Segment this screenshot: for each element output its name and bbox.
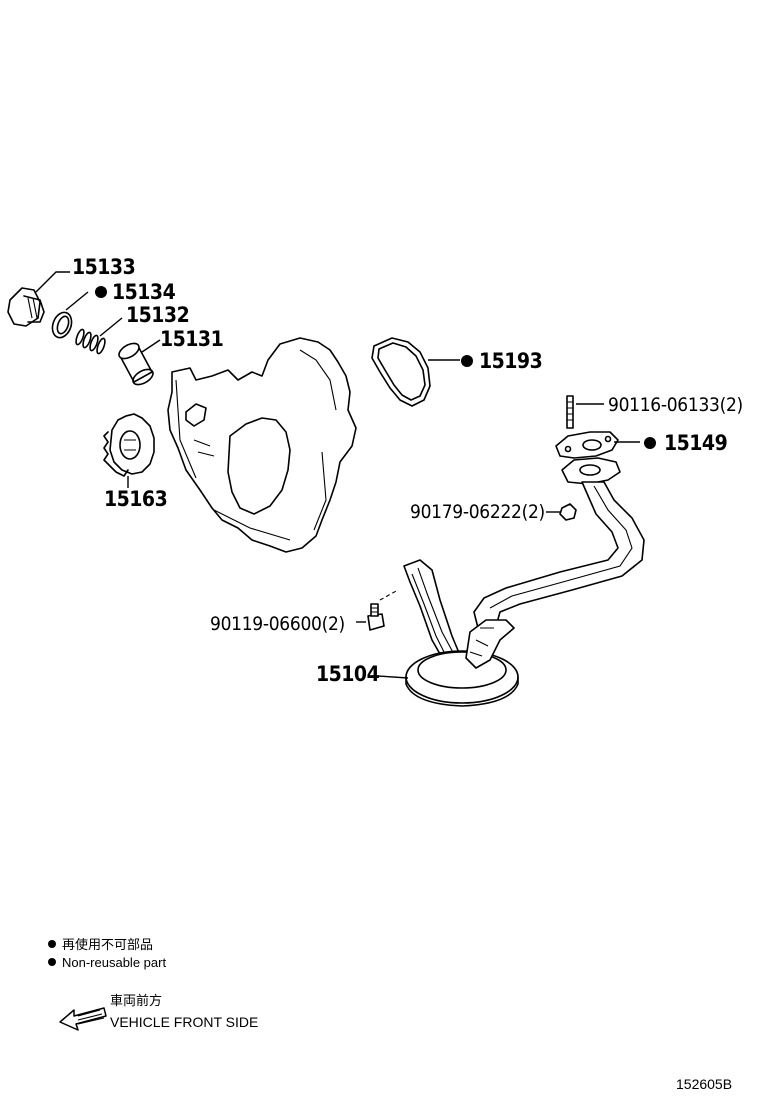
- legend-dot-en: [48, 958, 56, 966]
- bolt-90119-06600[interactable]: [367, 603, 385, 631]
- leader-15133: [35, 271, 70, 293]
- nut-90179-06222[interactable]: [559, 503, 577, 521]
- dashed-guide-bolt: [379, 589, 399, 601]
- vehicle-front-jp: 車両前方: [110, 993, 162, 1008]
- relief-valve-15131[interactable]: [116, 340, 155, 387]
- rotor-15163[interactable]: [103, 413, 155, 477]
- label-90116-06133: 90116-06133(2): [608, 394, 743, 416]
- gasket-15134[interactable]: [49, 310, 75, 341]
- label-15133: 15133: [72, 255, 135, 279]
- legend-dot-jp: [48, 940, 56, 948]
- vehicle-front-arrow-icon: [59, 1007, 107, 1031]
- spring-15132[interactable]: [74, 328, 106, 355]
- label-90119-06600: 90119-06600(2): [210, 613, 345, 635]
- oil-pump-body[interactable]: [167, 337, 357, 553]
- vehicle-front-en: VEHICLE FRONT SIDE: [110, 1014, 258, 1030]
- leader-15132: [99, 317, 123, 337]
- legend-non-reusable-jp: 再使用不可部品: [62, 937, 153, 952]
- label-15134: 15134: [112, 280, 176, 304]
- leader-15131: [141, 339, 161, 353]
- non-reusable-dot-15193: [461, 355, 473, 367]
- non-reusable-dot-15134: [95, 286, 107, 298]
- plug-15133[interactable]: [7, 287, 45, 327]
- leader-15134: [65, 291, 89, 311]
- oil-strainer-15104[interactable]: [403, 457, 645, 707]
- legend-non-reusable-en: Non-reusable part: [62, 955, 166, 970]
- label-15131: 15131: [160, 327, 223, 351]
- label-15132: 15132: [126, 303, 189, 327]
- gasket-15149[interactable]: [555, 431, 619, 459]
- leader-15104: [377, 675, 409, 679]
- reference-code: 152605B: [676, 1076, 732, 1092]
- label-15149: 15149: [664, 431, 727, 455]
- oring-15193[interactable]: [371, 337, 431, 407]
- label-15104: 15104: [316, 662, 380, 686]
- stud-90116-06133[interactable]: [566, 395, 574, 429]
- non-reusable-dot-15149: [644, 437, 656, 449]
- label-15163: 15163: [104, 487, 167, 511]
- label-15193: 15193: [479, 349, 542, 373]
- label-90179-06222: 90179-06222(2): [410, 501, 545, 523]
